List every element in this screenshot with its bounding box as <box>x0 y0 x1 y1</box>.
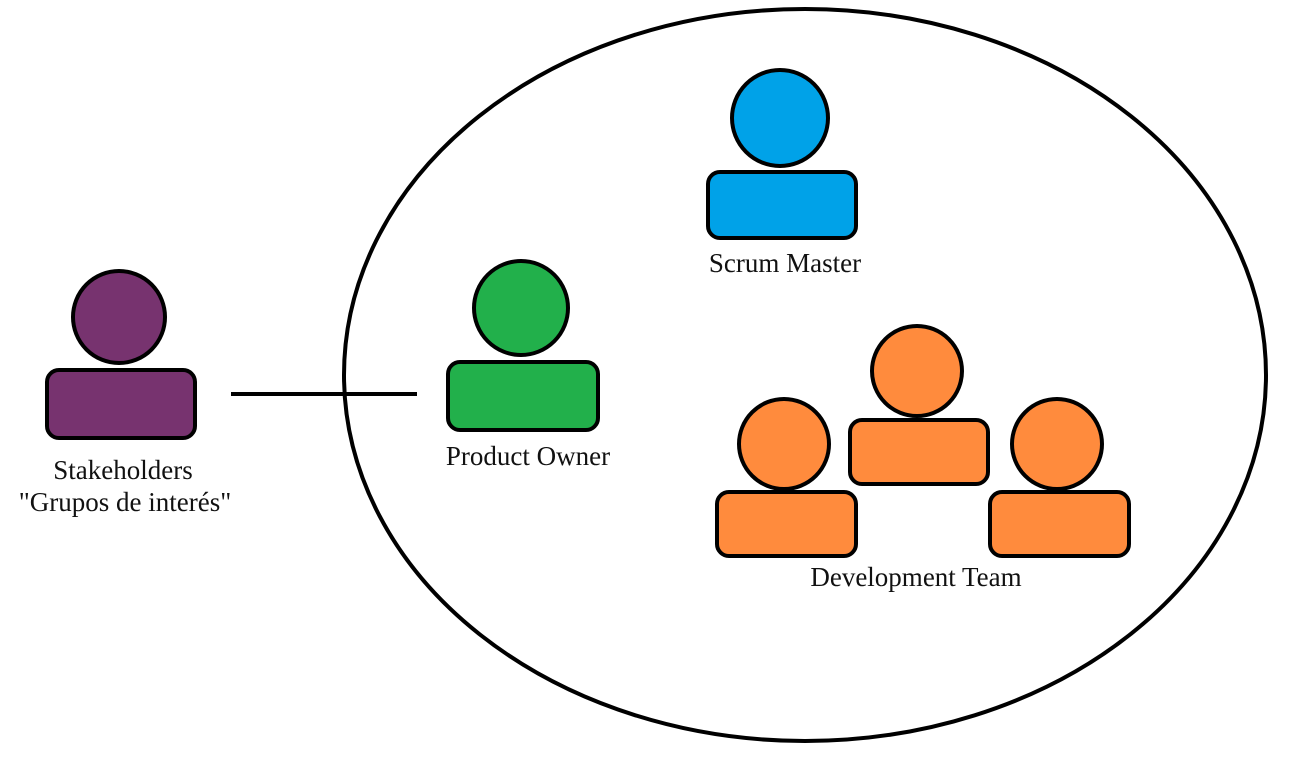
development-team-member-left-icon <box>715 397 858 558</box>
product-owner-body <box>446 360 600 432</box>
stakeholders-label-subtitle: "Grupos de interés" <box>19 487 232 517</box>
development-team-member-center-icon <box>848 324 990 486</box>
product-owner-head <box>472 259 570 357</box>
development-team-member-right-head <box>1010 397 1104 491</box>
development-team-member-left-head <box>737 397 831 491</box>
product-owner-label: Product Owner <box>446 441 610 471</box>
development-team-member-right-icon <box>988 397 1131 558</box>
development-team-member-right-body <box>988 490 1131 558</box>
development-team-member-left-body <box>715 490 858 558</box>
scrum-master-label: Scrum Master <box>709 248 861 278</box>
product-owner-person-icon <box>446 259 600 432</box>
stakeholders-head <box>71 269 167 365</box>
development-team-member-center-head <box>870 324 964 418</box>
scrum-team-boundary <box>342 7 1268 743</box>
development-team-label: Development Team <box>810 562 1021 592</box>
scrum-master-head <box>730 68 830 168</box>
stakeholders-body <box>45 368 197 440</box>
scrum-master-body <box>706 170 858 240</box>
development-team-member-center-body <box>848 418 990 486</box>
stakeholders-person-icon <box>45 269 197 440</box>
scrum-master-person-icon <box>706 68 858 240</box>
stakeholders-label: Stakeholders <box>53 455 192 485</box>
